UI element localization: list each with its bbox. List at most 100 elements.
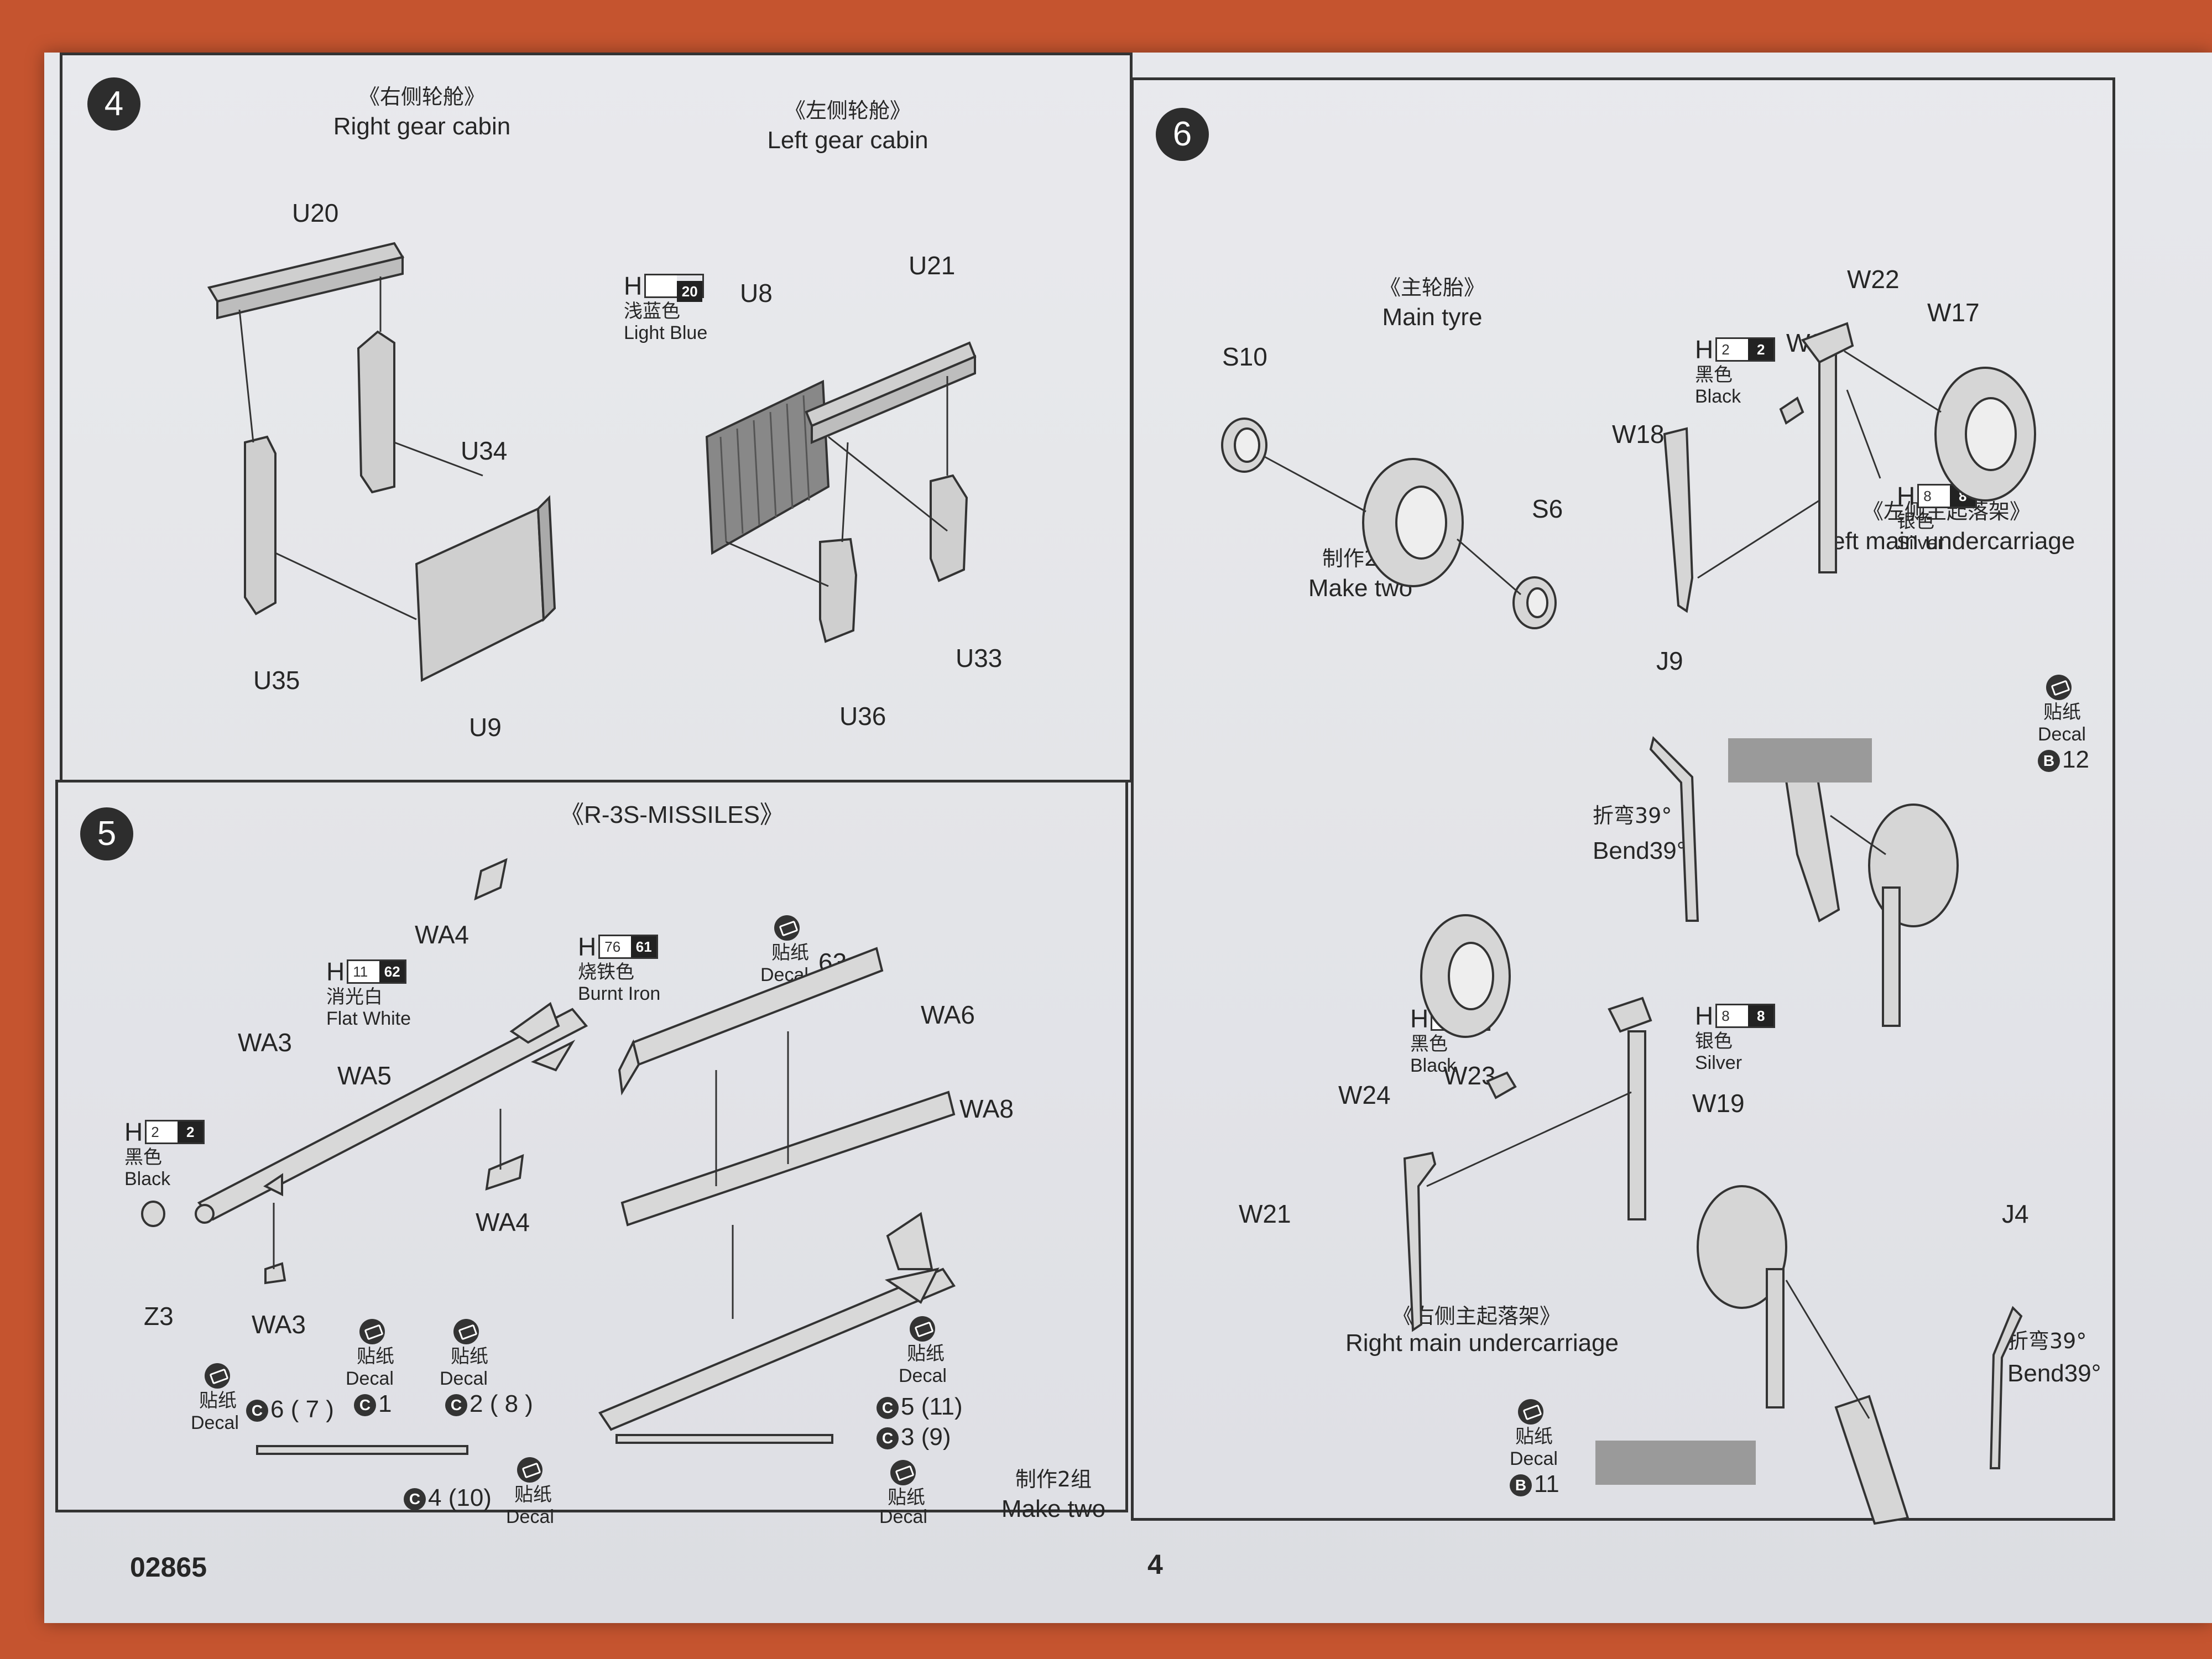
paint-code-white: 8 (1717, 1005, 1749, 1026)
part-label-u36: U36 (839, 702, 886, 731)
main-tyre-zh: 《主轮胎》 (1379, 275, 1485, 300)
decal-zh: 贴纸 (888, 1486, 925, 1509)
decal-sheet-b: B (1510, 1474, 1532, 1497)
paint-name-en: Silver (1897, 533, 1944, 554)
step-6-diagram (1221, 322, 2036, 1525)
part-label-w17: W17 (1927, 298, 1980, 327)
part-j4 (1989, 1306, 2023, 1469)
part-w21 (1403, 1151, 1437, 1332)
instruction-sheet (44, 53, 2212, 1623)
step-4-panel: 4 《右侧轮舱》 Right gear cabin 《左侧轮舱》 Left ge… (60, 53, 1133, 782)
paint-name-zh: 银色 (1695, 1030, 1733, 1052)
part-wa4-top (474, 858, 508, 901)
paint-code-black: 61 (631, 936, 657, 957)
part-w24 (1486, 1071, 1517, 1099)
missile-side-view-right (615, 1434, 833, 1444)
paint-code-white: 11 (348, 961, 380, 982)
decal-zh: 贴纸 (451, 1345, 488, 1368)
paint-name-zh: 消光白 (326, 986, 383, 1008)
paint-prefix: H (1695, 1001, 1714, 1030)
part-label-u34: U34 (461, 436, 508, 465)
paint-prefix: H (1695, 335, 1714, 364)
part-u9 (415, 507, 545, 682)
paint-name-zh: 银色 (1897, 510, 1934, 533)
decal-number: 12 (2062, 746, 2089, 773)
decal-label: Decal (899, 1365, 947, 1386)
decal-sheet-c: C (877, 1427, 899, 1450)
decal-label: Decal (440, 1368, 488, 1389)
decal-number: 6 ( 7 ) (270, 1396, 334, 1423)
wheel-assembled-lower (1697, 1185, 1787, 1309)
part-label-w18: W18 (1612, 420, 1665, 448)
left-main-undercarriage-title: Left main undercarriage (1818, 528, 2075, 555)
paint-name-en: Light Blue (624, 322, 708, 344)
part-label-u8: U8 (740, 279, 773, 307)
bend-label-upper: Bend39° (1593, 837, 1687, 864)
paint-name-en: Silver (1695, 1052, 1743, 1074)
decal-label: Decal (346, 1368, 394, 1389)
footer-code: 02865 (130, 1552, 207, 1583)
decal-icon (890, 1460, 916, 1485)
part-w22 (1801, 322, 1854, 364)
gear-door-lower (1834, 1395, 1910, 1525)
part-z3 (141, 1201, 165, 1227)
left-gear-cabin-title: Left gear cabin (767, 127, 928, 154)
decal-sheet-c: C (404, 1488, 426, 1511)
decal-zh: 贴纸 (907, 1343, 945, 1365)
decal-sheet-c: C (354, 1394, 376, 1417)
part-label-wa5: WA5 (337, 1061, 392, 1090)
part-u36 (819, 538, 858, 643)
make-two-label: Make two (1001, 1495, 1106, 1522)
paint-prefix: H (124, 1118, 143, 1146)
paint-name-en: Black (1410, 1055, 1457, 1077)
part-label-z3: Z3 (144, 1302, 174, 1331)
part-label-wa8: WA8 (959, 1094, 1014, 1123)
paint-code-white: 2 (147, 1121, 178, 1142)
part-w19-strut-left (1818, 350, 1837, 573)
part-w23 (1608, 997, 1652, 1033)
paint-name-zh: 黑色 (1410, 1033, 1448, 1055)
decal-number: 1 (378, 1390, 392, 1417)
page-number: 4 (1147, 1549, 1163, 1580)
make-two-zh: 制作2组 (1015, 1467, 1092, 1491)
part-wa3-top (263, 1173, 283, 1197)
right-gear-cabin-title: Right gear cabin (333, 113, 511, 140)
part-u33 (930, 474, 968, 582)
decal-number: 2 ( 8 ) (469, 1390, 533, 1417)
step-number-4: 4 (87, 77, 140, 131)
decal-number: 5 (11) (901, 1393, 963, 1420)
part-wa3-bottom (264, 1262, 286, 1285)
decal-label: Decal (879, 1506, 927, 1527)
tail-fin (509, 1001, 560, 1044)
paint-code-black: 2 (178, 1121, 204, 1142)
part-u34 (357, 330, 395, 494)
part-label-w19: W19 (1692, 1089, 1745, 1118)
part-j9 (1649, 736, 1699, 922)
decal-number: 11 (1534, 1470, 1559, 1498)
paint-name-en: Black (1695, 386, 1741, 408)
decal-zh: 贴纸 (2043, 701, 2081, 723)
decal-sheet-c: C (445, 1394, 467, 1417)
bend-zh-lower: 折弯39° (2007, 1329, 2087, 1353)
part-label-u33: U33 (956, 644, 1003, 672)
paint-code-white: 76 (600, 936, 632, 957)
main-tyre-title: Main tyre (1382, 304, 1483, 331)
paint-code-black: 2 (1748, 339, 1774, 360)
decal-number: 3 (9) (901, 1423, 951, 1451)
step-5-diagram (141, 858, 956, 1455)
part-label-wa4-bottom: WA4 (476, 1208, 530, 1237)
paint-name-en: Flat White (326, 1008, 411, 1030)
part-label-wa3-top: WA3 (238, 1028, 292, 1057)
decal-sheet-c: C (877, 1397, 899, 1420)
missile-side-view-left (256, 1445, 468, 1455)
part-wa4-bottom (485, 1154, 524, 1191)
part-label-s6: S6 (1532, 494, 1563, 523)
step-5-panel: 5 《R-3S-MISSILES》 WA4 WA3 WA5 WA4 WA3 Z3… (55, 780, 1128, 1527)
part-u8 (705, 379, 830, 555)
missiles-title: 《R-3S-MISSILES》 (560, 801, 784, 828)
